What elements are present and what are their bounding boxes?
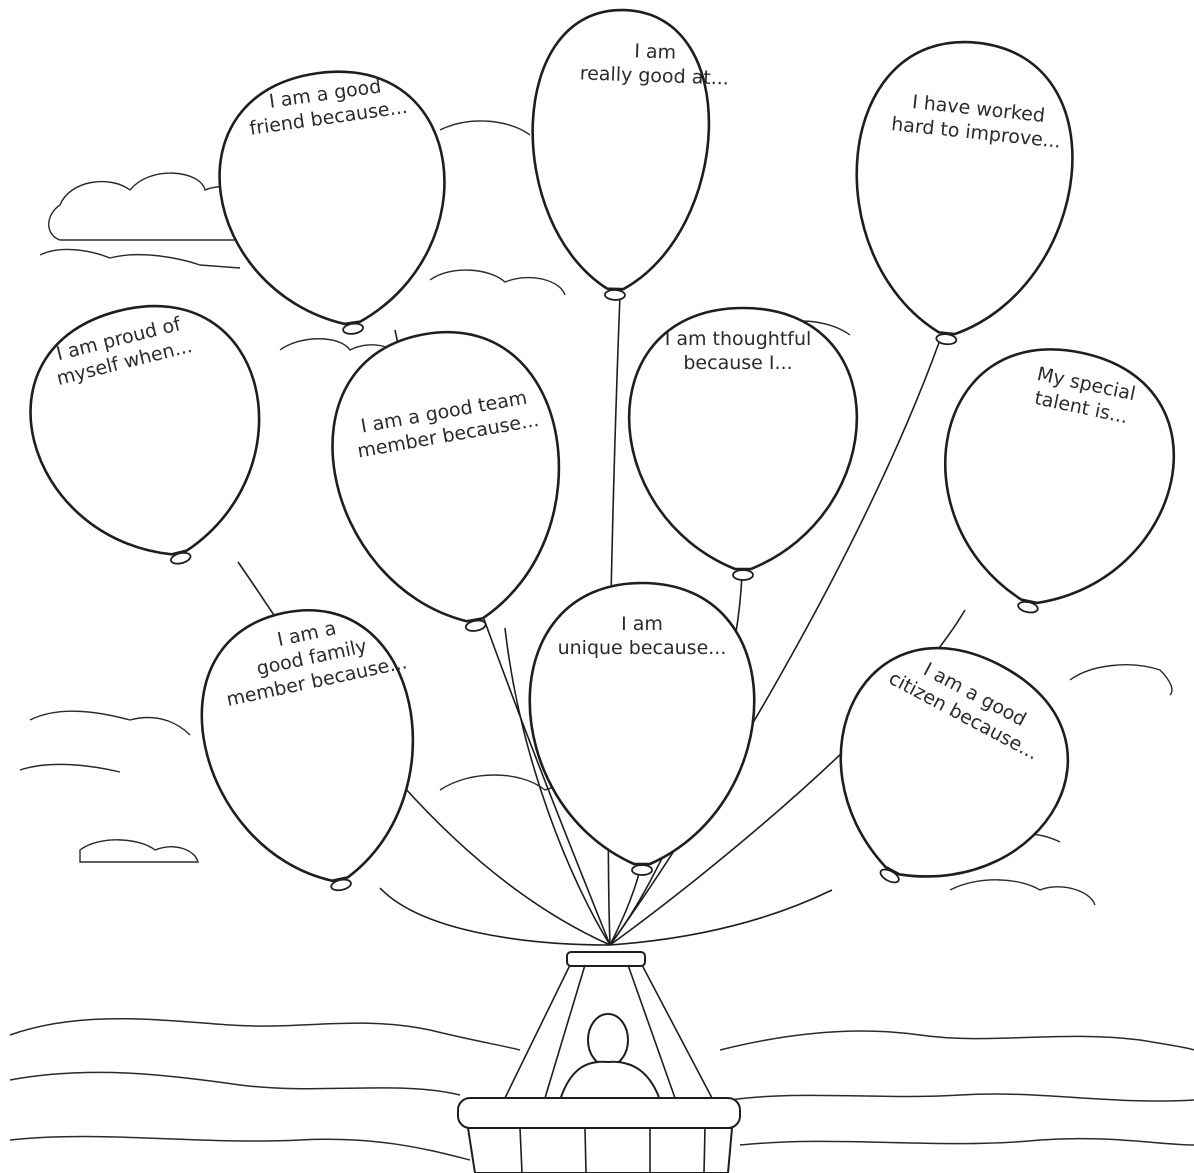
balloon-shape[interactable] — [528, 581, 756, 866]
balloon-knot — [631, 864, 653, 876]
balloon-prompt-line: because I... — [683, 352, 792, 374]
balloon-knot — [935, 333, 958, 346]
balloon-shape[interactable] — [918, 329, 1194, 625]
balloon-knot — [330, 878, 352, 892]
balloon-knot — [604, 289, 626, 301]
balloon-knot — [464, 619, 487, 632]
balloon-knot — [1017, 600, 1039, 614]
balloon-knot — [732, 569, 754, 581]
balloon-prompt-line: really good at... — [579, 62, 729, 89]
balloon-shape[interactable] — [206, 58, 463, 339]
balloon-shape[interactable] — [314, 315, 585, 640]
balloon-shape[interactable] — [527, 7, 713, 292]
balloon-knot — [342, 322, 364, 335]
balloon-shape[interactable] — [181, 591, 441, 900]
balloon-prompt-line: I am thoughtful — [665, 328, 812, 350]
balloon-shape[interactable] — [9, 283, 290, 580]
balloon-knot — [879, 868, 900, 884]
balloon-shape[interactable] — [628, 306, 858, 571]
hot-air-basket — [457, 951, 741, 1173]
balloon-shape[interactable] — [840, 32, 1084, 345]
balloon-knot — [170, 551, 192, 565]
balloon-prompt-line: I am — [621, 613, 663, 635]
balloon-prompt-line: unique because... — [558, 637, 727, 659]
balloon-prompt-line: I am — [634, 40, 677, 63]
balloon-shape[interactable] — [792, 612, 1102, 924]
landscape-ground — [9, 1018, 1194, 1161]
